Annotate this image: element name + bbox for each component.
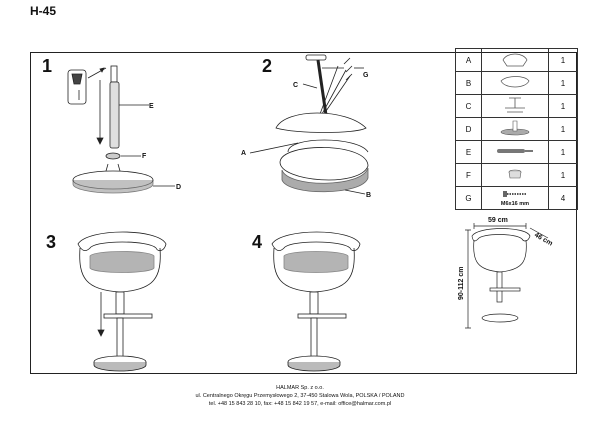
company-name: HALMAR Sp. z o.o. [276,385,324,391]
part-letter: E [455,140,482,164]
label-D: D [176,184,181,191]
step1-drawing [67,65,175,194]
label-C: C [293,82,298,89]
part-letter: F [455,163,482,187]
step2-drawing [249,54,369,195]
part-qty: 1 [548,48,578,72]
part-picture [481,163,549,187]
step4-chair-drawing [271,231,361,372]
dimension-depth: 46 cm [533,232,554,248]
screw-size-label: M6x16 mm [500,201,530,207]
part-picture [481,140,549,164]
company-contact: tel. +48 15 843 28 10, fax: +48 15 842 1… [208,401,392,407]
dimension-width: 59 cm [488,217,508,224]
company-address: ul. Centralnego Okręgu Przemysłowego 2, … [195,393,405,399]
part-letter: G [455,186,482,210]
gas-spring-icon [109,81,120,149]
step-number-1: 1 [42,56,53,76]
part-picture [481,71,549,95]
cap-icon [508,169,522,179]
gas-spring-icon [497,149,533,153]
label-F: F [142,153,147,160]
gas-lift-bracket-icon [505,97,525,113]
part-letter: C [455,94,482,118]
parts-row: F 1 [455,163,578,187]
dimension-chair-drawing [465,223,549,329]
step3-chair-drawing [77,231,167,372]
product-code: H-45 [30,4,57,18]
company-footer: HALMAR Sp. z o.o. ul. Centralnego Okręgu… [0,384,600,408]
cap-icon [105,152,121,160]
part-picture [481,117,549,141]
backrest-shell-icon [275,112,367,133]
parts-row: B 1 [455,71,578,95]
gas-spring-detail-icon [67,69,87,105]
part-qty: 1 [548,140,578,164]
seat-icon [500,76,530,88]
step-number-4: 4 [252,232,263,252]
parts-row: A 1 [455,48,578,72]
label-A: A [241,150,246,157]
part-qty: 1 [548,117,578,141]
parts-row: G M6x16 mm 4 [455,186,578,210]
part-qty: 1 [548,94,578,118]
step-number-3: 3 [46,232,57,252]
screw-icon [503,191,527,197]
part-qty: 4 [548,186,578,210]
part-picture: M6x16 mm [481,186,549,210]
seat-icon [279,147,369,181]
base-disc-icon [500,120,530,136]
part-letter: D [455,117,482,141]
parts-table: A 1 B 1 C 1 D 1 E 1 F 1 [455,48,578,210]
label-B: B [366,192,371,199]
part-picture [481,94,549,118]
parts-row: C 1 [455,94,578,118]
step-number-2: 2 [262,56,273,76]
instruction-frame [30,52,577,374]
parts-row: D 1 [455,117,578,141]
part-picture [481,48,549,72]
label-G: G [363,72,369,79]
backrest-shell-icon [502,53,528,67]
part-letter: A [455,48,482,72]
part-letter: B [455,71,482,95]
dimension-height: 90-112 cm [458,267,465,300]
part-qty: 1 [548,163,578,187]
label-E: E [149,103,154,110]
parts-row: E 1 [455,140,578,164]
part-qty: 1 [548,71,578,95]
